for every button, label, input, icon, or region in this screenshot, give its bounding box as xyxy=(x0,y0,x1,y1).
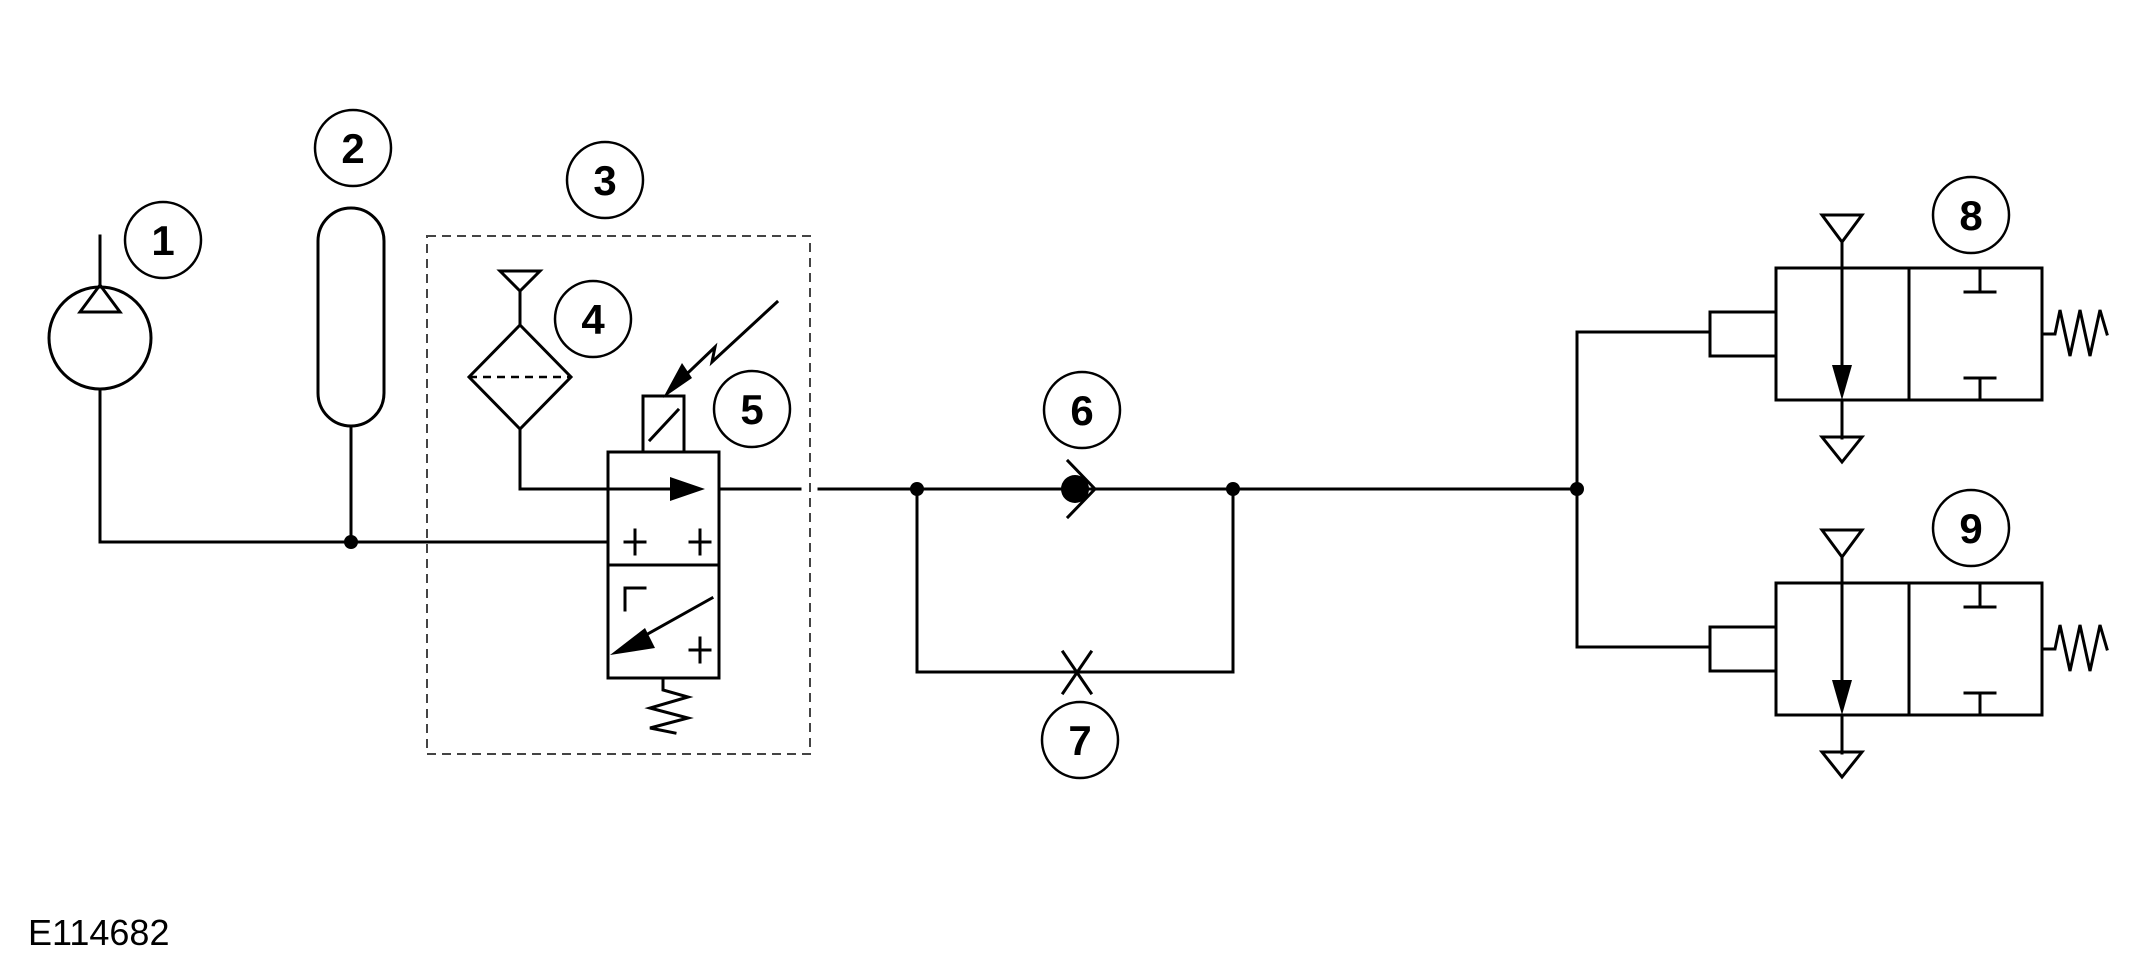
callout-7-label: 7 xyxy=(1068,717,1091,764)
restrictor-bypass xyxy=(915,487,1235,696)
actuator-valve-upper xyxy=(1708,213,2109,465)
callout-8: 8 xyxy=(1931,175,2011,255)
callout-1: 1 xyxy=(123,200,203,280)
callout-9-label: 9 xyxy=(1959,505,1982,552)
supply-line xyxy=(98,387,610,549)
callout-3: 3 xyxy=(565,140,645,220)
callout-7: 7 xyxy=(1040,700,1120,780)
check-valve-symbol xyxy=(1061,458,1098,520)
callout-6-label: 6 xyxy=(1070,387,1093,434)
callout-4-label: 4 xyxy=(581,296,605,343)
branch-lines xyxy=(1575,330,1712,649)
callout-1-label: 1 xyxy=(151,217,174,264)
callout-5: 5 xyxy=(712,369,792,449)
outlet-line xyxy=(717,482,1584,496)
callout-6: 6 xyxy=(1042,370,1122,450)
callout-3-label: 3 xyxy=(593,157,616,204)
callout-8-label: 8 xyxy=(1959,192,1982,239)
reservoir-symbol xyxy=(316,206,386,428)
callout-2: 2 xyxy=(313,108,393,188)
figure-id: E114682 xyxy=(28,912,170,953)
callout-2-label: 2 xyxy=(341,125,364,172)
filter-symbol xyxy=(466,269,705,501)
solenoid-valve-symbol xyxy=(606,299,780,735)
callout-5-label: 5 xyxy=(740,386,763,433)
callout-4: 4 xyxy=(553,279,633,359)
junction-dot xyxy=(344,535,358,549)
actuator-valve-lower xyxy=(1708,528,2109,780)
callout-9: 9 xyxy=(1931,488,2011,568)
